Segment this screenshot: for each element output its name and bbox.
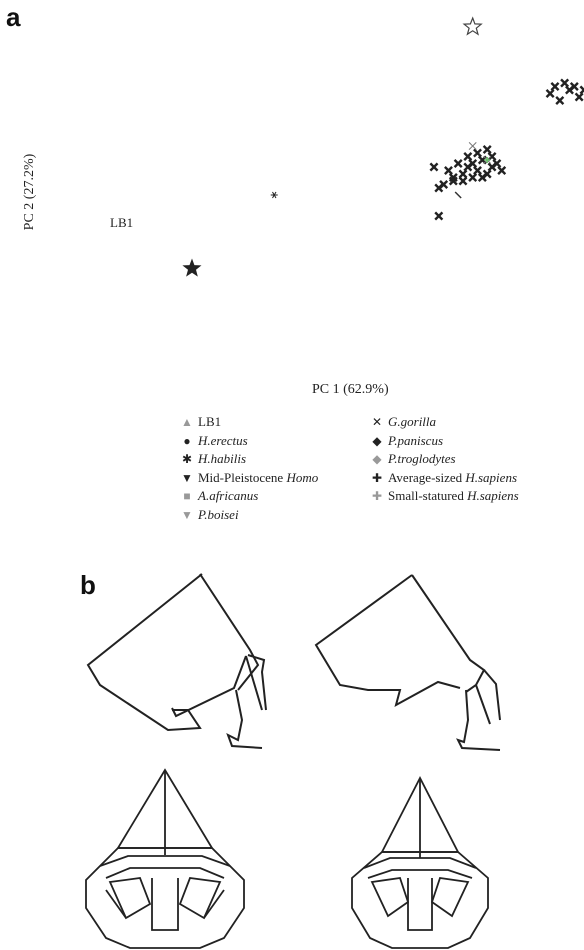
legend-symbol-icon: ●: [183, 433, 191, 448]
scatter-point: [463, 152, 473, 161]
frontal-view-left: [85, 768, 245, 949]
scatter-point: [468, 173, 478, 182]
legend-item: ● H.erectus: [178, 432, 318, 451]
legend-item: ◆ P.troglodytes: [368, 450, 519, 469]
scatter-point: [497, 166, 507, 175]
frontal-view-right: [351, 776, 489, 949]
scatter-point: [468, 159, 478, 168]
lateral-view-right: [314, 574, 501, 751]
scatter-point: [429, 162, 439, 172]
legend-item: ▼ P.boisei: [178, 506, 318, 525]
legend-label: P.paniscus: [388, 432, 444, 448]
scatter-point: [487, 152, 497, 161]
panel-label-a: a: [6, 2, 21, 32]
scatter-point: [434, 183, 444, 193]
legend-label: A.africanus: [198, 488, 259, 504]
scatter-point: [565, 85, 574, 95]
scatter-point: [473, 148, 482, 158]
scatter-point: [473, 166, 482, 175]
legend-label: LB1: [198, 414, 222, 429]
legend-symbol-icon: ▲: [181, 415, 193, 429]
pca-scatter-plot: [182, 16, 584, 277]
scatter-point: [458, 169, 468, 179]
legend-label: P.troglodytes: [388, 451, 456, 467]
legend-label: Small-statured H.sapiens: [388, 488, 519, 504]
y-axis-label: PC 2 (27.2%): [22, 153, 37, 231]
legend-item: ✚ Average-sized H.sapiens: [368, 469, 519, 488]
legend-label: P.boisei: [198, 506, 239, 522]
scatter-point: [462, 16, 483, 36]
legend-item: ■ A.africanus: [178, 487, 318, 506]
legend-symbol-icon: ✚: [371, 489, 383, 504]
scatter-point: [444, 166, 453, 175]
scatter-point: [458, 176, 468, 186]
legend-item: ✕ G.gorilla: [368, 413, 519, 432]
scatter-point: [448, 176, 458, 186]
legend-label: Mid-Pleistocene Homo: [198, 469, 319, 485]
lb1-point-label: LB1: [110, 215, 134, 230]
scatter-point: [468, 142, 477, 150]
legend-symbol-icon: ▼: [181, 470, 193, 485]
legend-symbol-icon: ■: [183, 489, 191, 504]
scatter-point: [555, 96, 565, 105]
legend-label: Average-sized H.sapiens: [388, 469, 517, 485]
scatter-point: [454, 191, 462, 199]
scatter-point: [484, 157, 491, 163]
scatter-point: [574, 92, 584, 102]
legend-item: ✱ H.habilis: [178, 450, 318, 469]
scatter-point: [182, 258, 202, 277]
legend-symbol-icon: ✕: [371, 415, 383, 429]
legend-symbol-icon: ✱: [181, 452, 193, 467]
scatter-point: [477, 173, 487, 182]
legend-item: ▲ LB1: [178, 413, 318, 432]
legend-left-column: ▲ LB1 ● H.erectus ✱ H.habilis ▼ Mid-Pleistocene…: [178, 413, 318, 525]
legend-label: H.habilis: [198, 451, 247, 467]
legend-item: ✚ Small-statured H.sapiens: [368, 487, 519, 506]
legend-symbol-icon: ▼: [181, 507, 193, 522]
scatter-point: [560, 78, 570, 88]
panel-label-b: b: [80, 570, 96, 600]
legend-item: ◆ P.paniscus: [368, 432, 519, 451]
skull-wireframes: [85, 573, 501, 949]
legend-item: ▼ Mid-Pleistocene Homo: [178, 469, 318, 488]
scatter-point: [545, 89, 555, 98]
legend-symbol-icon: ✚: [371, 470, 383, 485]
legend-right-column: ✕ G.gorilla ◆ P.paniscus ◆ P.troglodytes ✚ Aver…: [368, 413, 519, 506]
scatter-point: [492, 159, 502, 168]
scatter-point: [270, 191, 278, 199]
scatter-point: [434, 211, 444, 221]
lateral-view-left: [86, 573, 267, 749]
scatter-point: [550, 82, 560, 91]
legend-symbol-icon: ◆: [372, 452, 382, 467]
scatter-point: [482, 145, 492, 154]
scatter-point: [579, 85, 584, 95]
x-axis-label: PC 1 (62.9%): [312, 382, 389, 397]
legend-symbol-icon: ◆: [372, 433, 382, 448]
scatter-point: [453, 159, 463, 168]
legend-label: G.gorilla: [388, 414, 437, 429]
legend-label: H.erectus: [198, 432, 248, 448]
